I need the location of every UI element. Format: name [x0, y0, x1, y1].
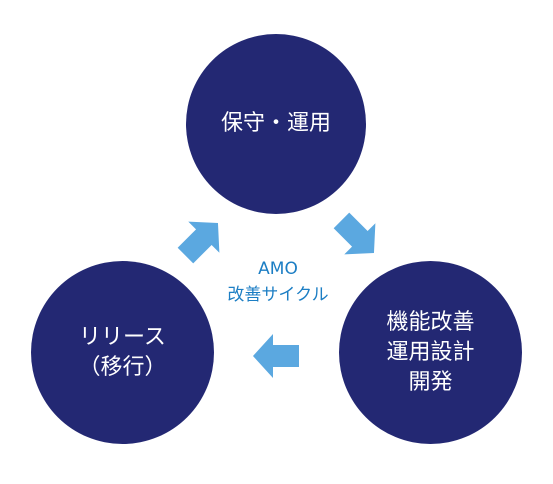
- cycle-center-label: AMO 改善サイクル: [206, 256, 350, 308]
- node-improvement-design-development-label: 機能改善 運用設計 開発: [386, 309, 475, 395]
- node-maintenance-operation: 保守・運用: [186, 34, 366, 214]
- cycle-center-line1: AMO: [258, 259, 298, 279]
- node-improvement-design-development: 機能改善 運用設計 開発: [339, 261, 522, 444]
- arrow-top-to-right: [333, 212, 376, 255]
- arrow-right-to-left: [253, 334, 299, 378]
- cycle-center-line2: 改善サイクル: [227, 285, 329, 305]
- node-maintenance-operation-label: 保守・運用: [220, 111, 331, 136]
- node-release-migration: リリース （移行）: [31, 261, 214, 444]
- node-release-migration-label: リリース （移行）: [78, 324, 167, 380]
- arrow-left-to-top: [177, 221, 220, 264]
